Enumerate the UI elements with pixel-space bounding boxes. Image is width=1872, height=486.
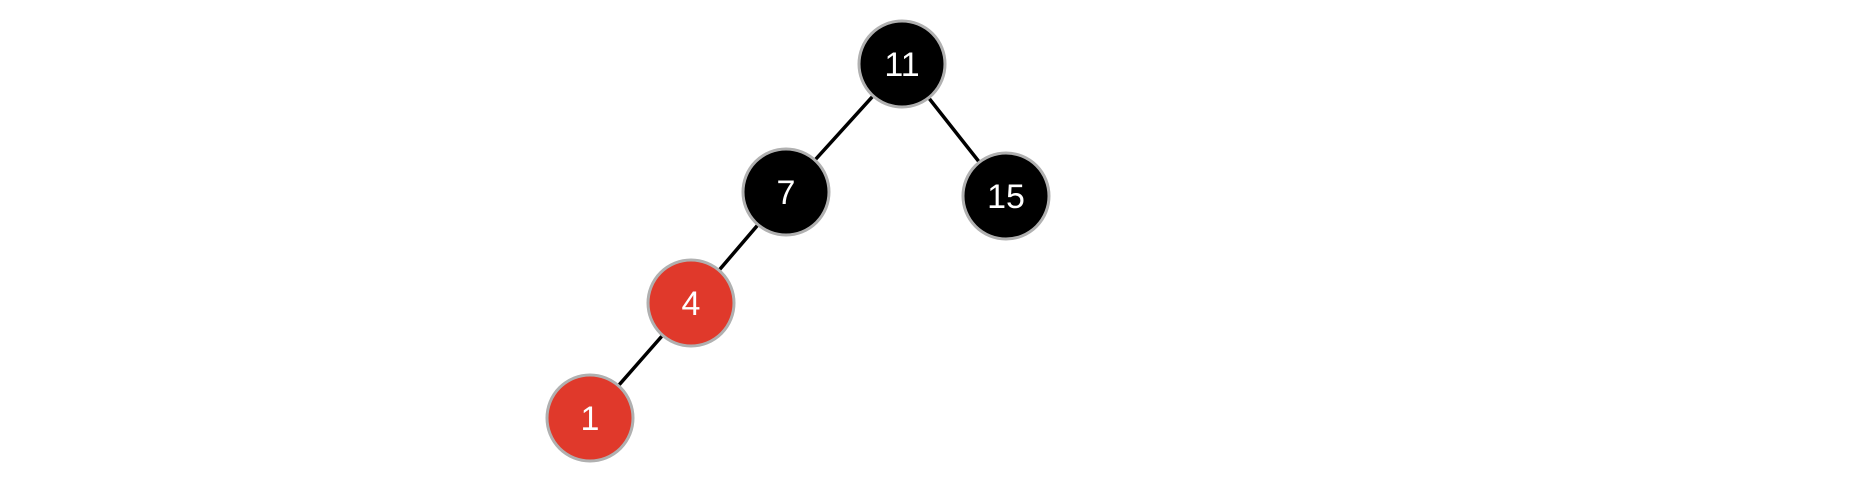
tree-node-15: 15 [961, 151, 1051, 241]
tree-node-value: 11 [884, 46, 919, 84]
tree-node-circle-black [741, 147, 831, 237]
tree-node-7: 7 [741, 147, 831, 237]
tree-node-1: 1 [545, 373, 635, 463]
tree-node-value: 15 [987, 178, 1025, 216]
tree-node-value: 1 [581, 400, 600, 438]
tree-node-11: 11 [857, 19, 947, 109]
tree-node-4: 4 [646, 258, 736, 348]
tree-node-circle-black [857, 19, 947, 109]
tree-node-value: 4 [682, 285, 701, 323]
tree-node-value: 7 [777, 174, 796, 212]
tree-node-circle-red [646, 258, 736, 348]
tree-node-circle-black [961, 151, 1051, 241]
tree-node-circle-red [545, 373, 635, 463]
